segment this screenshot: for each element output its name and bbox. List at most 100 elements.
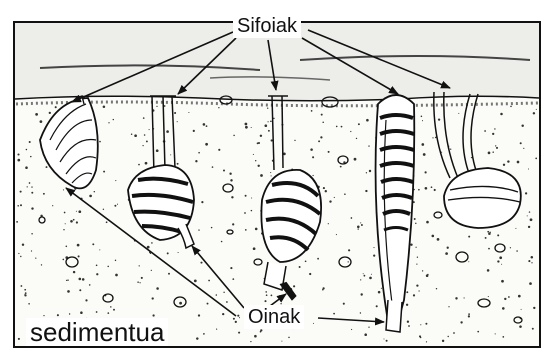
sediment-grain — [310, 148, 313, 151]
sediment-grain — [468, 261, 469, 262]
sediment-grain — [69, 313, 70, 314]
sediment-grain — [368, 327, 369, 328]
sediment-grain — [49, 112, 51, 114]
sediment-grain — [76, 221, 78, 223]
sediment-grain — [363, 273, 364, 274]
sediment-grain — [299, 266, 301, 268]
sediment-grain — [255, 228, 258, 231]
sediment-grain — [344, 193, 346, 195]
sediment-grain — [139, 265, 140, 266]
sediment-grain — [533, 307, 535, 309]
sediment-grain — [254, 335, 257, 338]
sediment-grain — [496, 147, 498, 149]
sediment-grain — [426, 341, 427, 342]
sediment-grain — [218, 149, 220, 151]
sediment-grain — [31, 207, 33, 209]
sediment-grain — [317, 258, 319, 260]
sediment-grain — [368, 145, 369, 146]
sediment-grain — [336, 234, 337, 235]
sediment-grain — [24, 289, 26, 291]
sediment-grain — [17, 153, 19, 155]
sediment-grain — [139, 282, 140, 283]
sediment-grain — [115, 180, 116, 181]
sediment-grain — [25, 166, 28, 169]
sediment-grain — [260, 174, 263, 177]
sediment-grain — [156, 106, 157, 107]
sediment-grain — [536, 109, 537, 110]
sediment-grain — [200, 262, 202, 264]
sediment-grain — [232, 223, 234, 225]
sediment-grain — [422, 270, 423, 271]
sediment-grain — [66, 280, 67, 281]
sediment-grain — [270, 172, 271, 173]
sediment-grain — [218, 107, 219, 108]
sediment-grain — [147, 246, 150, 249]
sediment-grain — [66, 246, 68, 248]
sediment-grain — [415, 247, 416, 248]
sediment-grain — [497, 260, 499, 262]
sediment-grain — [455, 297, 457, 299]
sediment-grain — [488, 248, 490, 250]
sediment-grain — [378, 291, 381, 294]
sediment-grain — [365, 190, 367, 192]
sediment-grain — [497, 234, 499, 236]
sediment-grain — [188, 112, 189, 113]
sediment-grain — [232, 278, 234, 280]
sediment-grain — [426, 274, 429, 277]
sediment-grain — [16, 221, 18, 223]
siphons-label: Sifoiak — [233, 14, 301, 38]
sediment-grain — [20, 285, 22, 287]
sediment-grain — [460, 321, 462, 323]
sediment-grain — [494, 128, 495, 129]
sediment-grain — [46, 166, 48, 168]
sediment-grain — [485, 237, 487, 239]
sediment-grain — [438, 118, 440, 120]
sediment-grain — [318, 140, 320, 142]
sediment-grain — [25, 292, 27, 294]
sediment-grain — [273, 118, 275, 120]
sediment-grain — [17, 205, 19, 207]
sediment-grain — [313, 323, 314, 324]
sediment-grain — [76, 211, 77, 212]
sediment-grain — [216, 294, 218, 296]
sediment-grain — [528, 260, 530, 262]
sediment-grain — [321, 114, 323, 116]
sediment-grain — [205, 143, 208, 146]
sediment-grain — [156, 287, 159, 290]
sediment-grain — [414, 218, 416, 220]
sediment-grain — [354, 158, 357, 161]
sediment-grain — [501, 264, 502, 265]
sediment-grain — [358, 123, 360, 125]
sediment-grain — [143, 117, 145, 119]
sediment-grain — [30, 156, 31, 157]
sediment-grain — [488, 152, 491, 155]
sediment-grain — [413, 294, 415, 296]
sediment-grain — [103, 171, 105, 173]
sediment-grain — [323, 187, 325, 189]
sediment-grain — [27, 186, 28, 187]
sediment-grain — [208, 280, 210, 282]
sediment-grain — [177, 121, 178, 122]
sediment-grain — [356, 138, 357, 139]
sediment-grain — [488, 232, 491, 235]
sediment-grain — [528, 226, 530, 228]
sediment-grain — [80, 311, 83, 314]
sediment-grain — [255, 160, 256, 161]
sediment-grain — [484, 130, 486, 132]
sediment-grain — [253, 154, 254, 155]
sediment-grain — [113, 309, 115, 311]
sediment-grain — [309, 273, 311, 275]
sediment-grain — [115, 274, 118, 277]
sediment-grain — [502, 307, 505, 310]
sediment-grain — [110, 306, 112, 308]
sediment-grain — [212, 166, 214, 168]
sediment-grain — [150, 253, 151, 254]
sediment-grain — [305, 260, 307, 262]
sediment-grain — [468, 315, 470, 317]
sediment-grain — [407, 321, 409, 323]
sediment-grain — [230, 267, 232, 269]
sediment-grain — [447, 336, 448, 337]
sediment-grain — [134, 134, 137, 137]
sediment-grain — [425, 187, 428, 190]
sediment-grain — [425, 323, 427, 325]
